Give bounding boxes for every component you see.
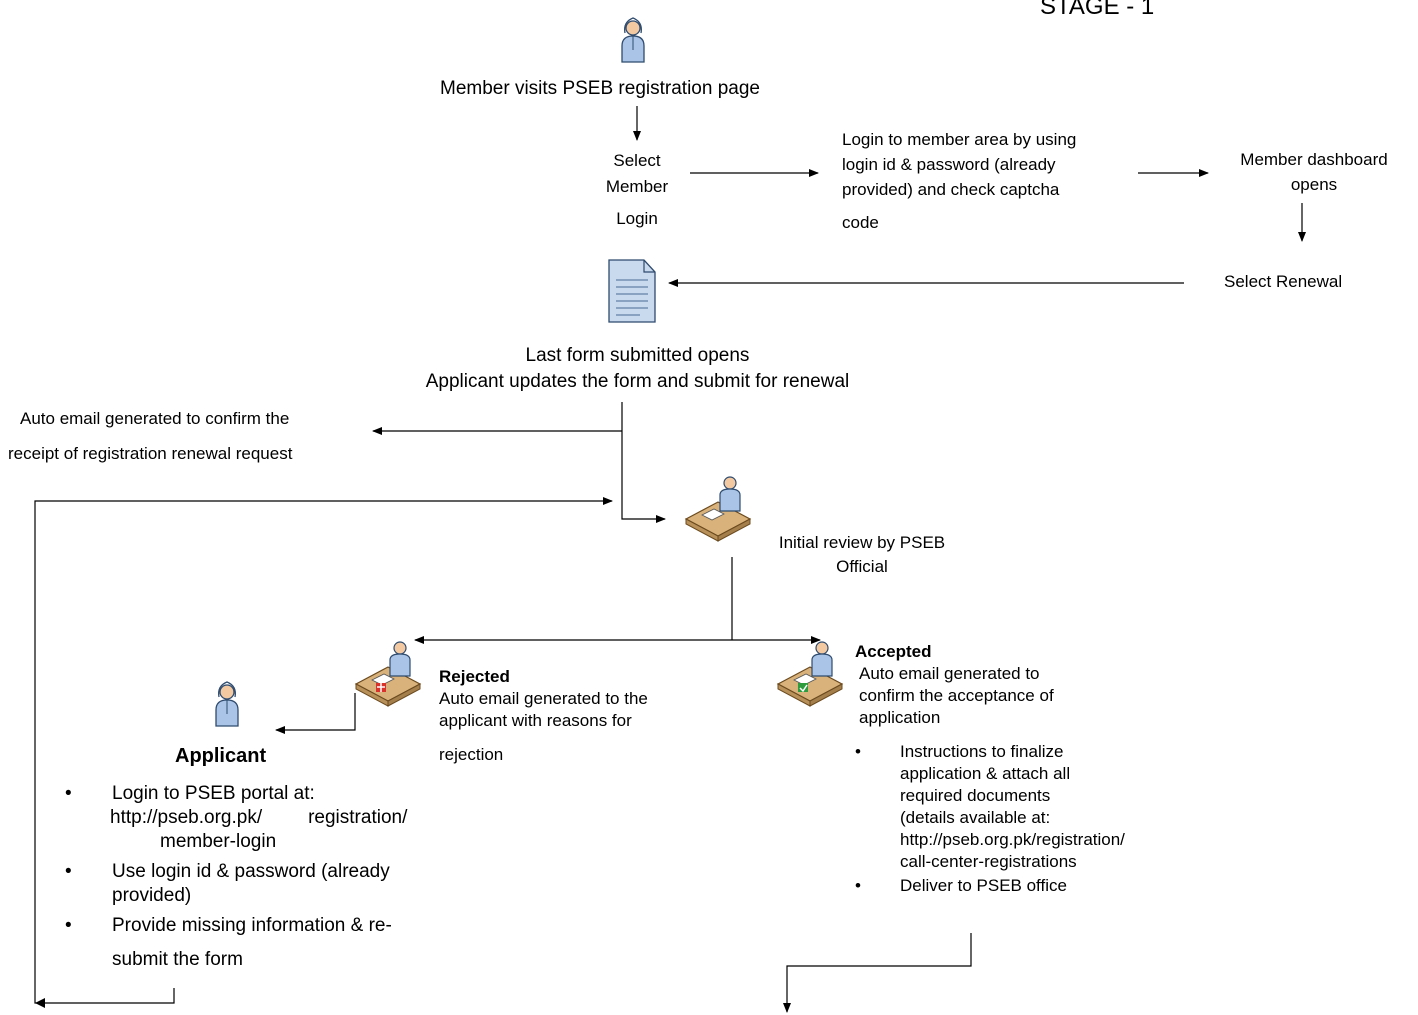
select-member-login-label: Select Member Login <box>605 151 669 228</box>
visit-page-label: Member visits PSEB registration page <box>440 78 760 99</box>
loop-left-arrowhead <box>35 998 45 1008</box>
stage-title: STAGE - 1 <box>1040 0 1155 20</box>
form-opens-label: Last form submitted opens Applicant upda… <box>425 345 850 392</box>
applicant-title: Applicant <box>175 745 267 767</box>
login-description: Login to member area by using login id &… <box>842 130 1077 232</box>
applicant-bullet-credentials: Use login id & password (already provide… <box>65 860 407 908</box>
initial-review-label: Initial review by PSEB Official <box>778 533 946 576</box>
accepted-block: Accepted Auto email generated to confirm… <box>855 642 1054 727</box>
arrow-accepted-to-next-stage <box>783 933 972 1013</box>
connector-form-to-review <box>621 402 666 523</box>
rejected-official-desk-icon <box>355 641 421 707</box>
dashboard-label: Member dashboard opens <box>1240 150 1388 194</box>
accepted-bullet-deliver: Deliver to PSEB office <box>855 875 1125 897</box>
applicant-bullet-login-portal: Login to PSEB portal at: http://pseb.org… <box>65 782 407 854</box>
member-person-icon <box>621 17 645 63</box>
document-icon <box>608 259 656 323</box>
applicant-bullet-resubmit: Provide missing information & re- submit… <box>65 914 407 972</box>
arrow-rejected-to-applicant <box>275 693 356 734</box>
accepted-bullet-list: Instructions to finalize application & a… <box>855 741 1125 897</box>
accepted-bullet-instructions: Instructions to finalize application & a… <box>855 741 1125 873</box>
rejected-title: Rejected <box>439 667 510 686</box>
select-renewal-label: Select Renewal <box>1224 272 1343 291</box>
review-official-desk-icon <box>685 476 751 542</box>
accepted-official-desk-icon <box>777 641 843 707</box>
auto-email-receipt-label: Auto email generated to confirm the rece… <box>8 409 293 463</box>
applicant-bullet-list: Login to PSEB portal at: http://pseb.org… <box>65 782 407 972</box>
accepted-title: Accepted <box>855 642 932 661</box>
applicant-person-icon <box>215 681 239 727</box>
rejected-block: Rejected Auto email generated to the app… <box>439 667 648 764</box>
